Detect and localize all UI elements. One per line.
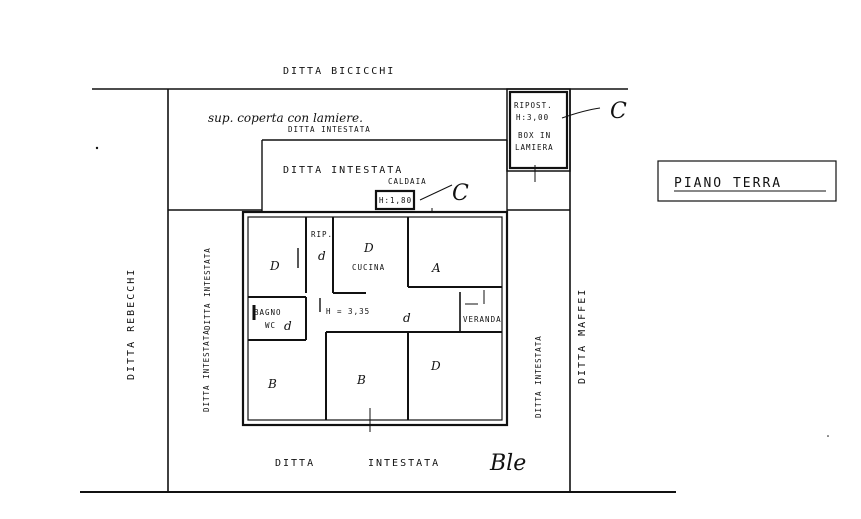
- room-mark-storage: d: [318, 249, 326, 263]
- signature: Ble: [489, 451, 526, 476]
- bathroom-label: BAGNO: [254, 308, 282, 317]
- room-mark-bath: d: [284, 319, 292, 333]
- boiler-room: [374, 184, 453, 211]
- roof-note: sup. coperta con lamiere.: [208, 111, 363, 125]
- bottom-owner-suffix: INTESTATA: [368, 458, 440, 469]
- speck: [827, 435, 829, 437]
- neighbor-east-label: DITTA MAFFEI: [577, 288, 588, 384]
- shed-arrow: [561, 107, 601, 119]
- storage-room-label: RIP.: [311, 230, 333, 239]
- storage-shed: [506, 88, 571, 182]
- west-strip-label-lower: DITTA INTESTATA: [202, 329, 211, 412]
- room-mark-bottom-right: D: [430, 359, 441, 373]
- ceiling-height-label: H = 3,35: [326, 307, 370, 316]
- boiler-height: H:1,80: [379, 196, 412, 205]
- bottom-owner-label: DITTA: [275, 458, 315, 469]
- boiler-mark: C: [452, 181, 469, 206]
- shed-label-3: BOX IN: [518, 131, 551, 140]
- building-walls: [241, 208, 509, 432]
- kitchen-label: CUCINA: [352, 263, 385, 272]
- room-mark-kitchen: D: [363, 241, 374, 255]
- shed-height: H:3,00: [516, 113, 549, 122]
- shed-label-1: RIPOST.: [514, 101, 553, 110]
- room-mark-hall: d: [403, 311, 411, 325]
- page-title: PIANO TERRA: [674, 176, 782, 191]
- shed-mark: C: [610, 99, 627, 124]
- title-box: PIANO TERRA: [657, 160, 837, 202]
- neighbor-west-label: DITTA REBECCHI: [126, 268, 137, 380]
- room-mark-bottom-left: B: [267, 377, 277, 391]
- east-strip-label: DITTA INTESTATA: [534, 335, 543, 418]
- room-mark-bottom-mid: B: [356, 373, 366, 387]
- veranda-label: VERANDA: [463, 315, 502, 324]
- neighbor-north-label: DITTA BICICCHI: [283, 66, 395, 77]
- room-mark-top-right: A: [431, 261, 441, 275]
- shed-label-4: LAMIERA: [515, 143, 554, 152]
- room-mark-top-left: D: [269, 259, 280, 273]
- west-strip-label: DITTA INTESTATA: [203, 247, 212, 330]
- boiler-label: CALDAIA: [388, 177, 427, 186]
- courtyard-owner-label: DITTA INTESTATA: [283, 165, 403, 176]
- roof-owner-label: DITTA INTESTATA: [288, 125, 371, 134]
- wc-label: WC: [265, 321, 276, 330]
- speck: [95, 146, 99, 150]
